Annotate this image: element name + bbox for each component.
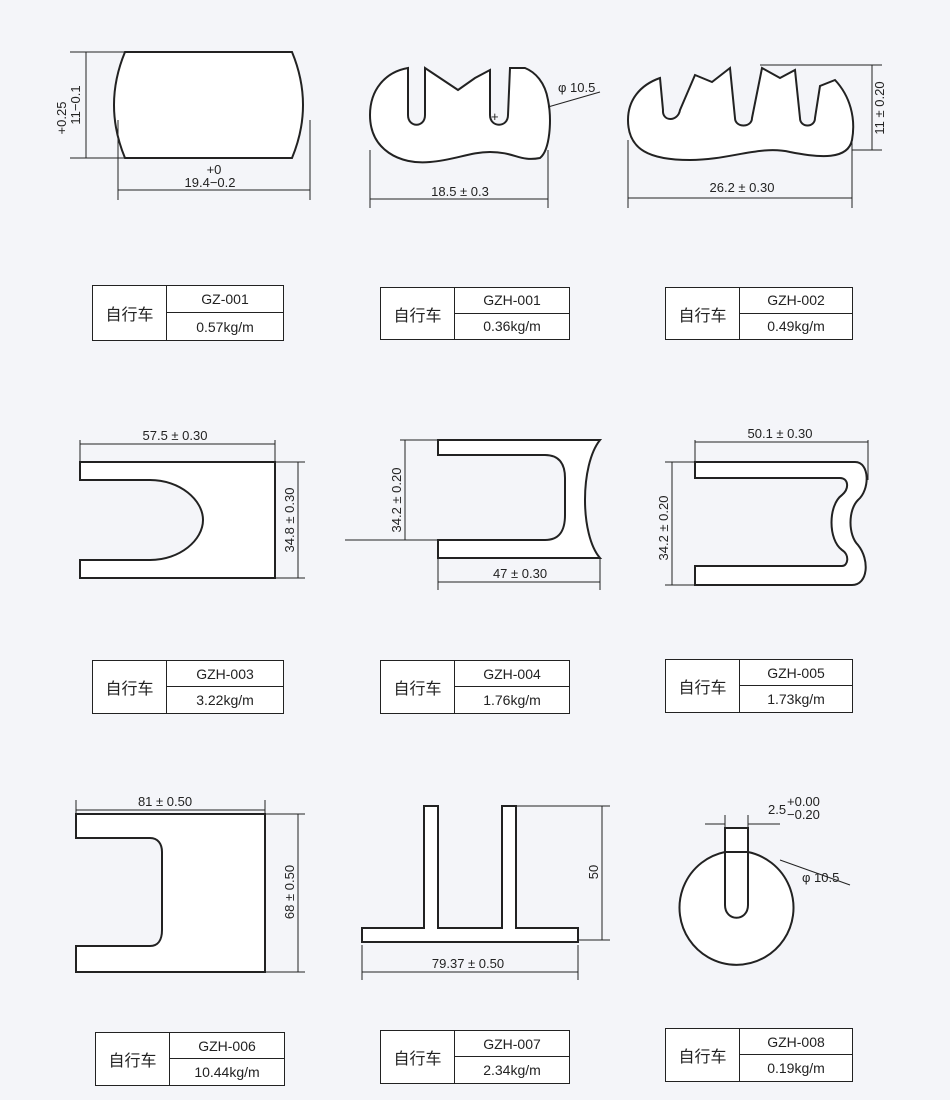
gzh-001-width-dim: 18.5 ± 0.3: [431, 184, 489, 199]
label-code: GZH-006: [170, 1033, 284, 1059]
gzh-004-height-dim: 34.2 ± 0.20: [389, 468, 404, 533]
label-gzh-002: 自行车 GZH-002 0.49kg/m: [665, 287, 853, 340]
profile-gzh-003-drawing: 57.5 ± 0.30 34.8 ± 0.30: [79, 428, 305, 579]
label-category: 自行车: [381, 661, 455, 713]
label-gzh-006: 自行车 GZH-006 10.44kg/m: [95, 1032, 285, 1086]
label-code: GZH-005: [740, 660, 852, 686]
label-code: GZH-001: [455, 288, 569, 314]
label-code: GZ-001: [167, 286, 283, 313]
label-category: 自行车: [93, 286, 167, 340]
label-weight: 10.44kg/m: [194, 1064, 260, 1080]
label-weight: 3.22kg/m: [196, 692, 254, 708]
gz-001-profile-shape: [113, 51, 304, 159]
gzh-005-height-dim: 34.2 ± 0.20: [656, 496, 671, 561]
label-gzh-008: 自行车 GZH-008 0.19kg/m: [665, 1028, 853, 1082]
label-category: 自行车: [93, 661, 167, 713]
label-gzh-007: 自行车 GZH-007 2.34kg/m: [380, 1030, 570, 1084]
profile-gzh-008-drawing: 2.5 +0.00 −0.20 φ 10.5: [678, 794, 851, 966]
gz-001-width-dim: 19.4−0.2: [185, 175, 236, 190]
label-code: GZH-003: [167, 661, 283, 687]
gzh-003-height-dim: 34.8 ± 0.30: [282, 488, 297, 553]
label-code: GZH-007: [455, 1031, 569, 1057]
gzh-002-profile-shape: [626, 66, 855, 162]
profile-gz-001-drawing: +0.25 11−0.1 +0 19.4−0.2: [54, 51, 311, 200]
label-category: 自行车: [381, 1031, 455, 1083]
gz-001-width-tol: +0: [207, 162, 222, 177]
label-weight: 0.49kg/m: [767, 318, 825, 335]
label-weight: 0.36kg/m: [483, 318, 541, 335]
label-category: 自行车: [96, 1033, 170, 1085]
gzh-004-profile-shape: [437, 439, 603, 559]
gzh-003-profile-shape: [79, 461, 276, 579]
profile-gzh-006-drawing: 81 ± 0.50 68 ± 0.50: [75, 794, 305, 973]
gzh-006-profile-shape: [75, 813, 266, 973]
profile-gzh-005-drawing: 50.1 ± 0.30 34.2 ± 0.20: [656, 426, 869, 586]
label-gz-001: 自行车 GZ-001 0.57kg/m: [92, 285, 284, 341]
label-code: GZH-002: [740, 288, 852, 314]
gz-001-height-dim: 11−0.1: [68, 85, 83, 124]
profile-gzh-004-drawing: 34.2 ± 0.20 47 ± 0.30: [345, 439, 603, 590]
label-gzh-003: 自行车 GZH-003 3.22kg/m: [92, 660, 284, 714]
profile-gzh-007-drawing: 50 79.37 ± 0.50: [361, 805, 610, 980]
profile-gzh-001-drawing: + φ 10.5 18.5 ± 0.3: [368, 66, 601, 208]
profile-gzh-002-drawing: 11 ± 0.20 26.2 ± 0.30: [626, 64, 887, 208]
label-gzh-004: 自行车 GZH-004 1.76kg/m: [380, 660, 570, 714]
label-category: 自行车: [666, 288, 740, 339]
gzh-005-width-dim: 50.1 ± 0.30: [748, 426, 813, 441]
gzh-008-slot-dim: 2.5: [768, 802, 786, 817]
gzh-006-height-dim: 68 ± 0.50: [282, 865, 297, 919]
gzh-007-width-dim: 79.37 ± 0.50: [432, 956, 504, 971]
gz-001-height-tol: +0.25: [54, 102, 69, 135]
label-code: GZH-004: [455, 661, 569, 687]
gzh-001-diameter: φ 10.5: [558, 80, 595, 95]
gzh-004-width-dim: 47 ± 0.30: [493, 566, 547, 581]
gzh-008-slot-tol-plus: +0.00: [787, 794, 820, 809]
gzh-001-profile-shape: [368, 66, 551, 164]
label-weight: 1.73kg/m: [767, 691, 825, 707]
gzh-008-slot-tol-minus: −0.20: [787, 807, 820, 822]
gzh-002-height-dim: 11 ± 0.20: [872, 81, 887, 134]
label-code: GZH-008: [740, 1029, 852, 1055]
gzh-003-width-dim: 57.5 ± 0.30: [143, 428, 208, 443]
gzh-002-width-dim: 26.2 ± 0.30: [710, 180, 775, 195]
gzh-007-profile-shape: [361, 805, 579, 943]
label-gzh-001: 自行车 GZH-001 0.36kg/m: [380, 287, 570, 340]
label-weight: 0.57kg/m: [196, 318, 254, 335]
label-weight: 2.34kg/m: [483, 1062, 541, 1078]
label-category: 自行车: [666, 1029, 740, 1081]
svg-text:+: +: [491, 109, 499, 124]
label-category: 自行车: [381, 288, 455, 339]
gzh-008-diameter: φ 10.5: [802, 870, 839, 885]
gzh-005-profile-shape: [694, 461, 868, 586]
label-category: 自行车: [666, 660, 740, 712]
label-weight: 1.76kg/m: [483, 692, 541, 708]
gzh-007-height-dim: 50: [586, 865, 601, 879]
gzh-008-slot: [724, 851, 749, 919]
label-weight: 0.19kg/m: [767, 1060, 825, 1076]
gzh-006-width-dim: 81 ± 0.50: [138, 794, 192, 809]
label-gzh-005: 自行车 GZH-005 1.73kg/m: [665, 659, 853, 713]
